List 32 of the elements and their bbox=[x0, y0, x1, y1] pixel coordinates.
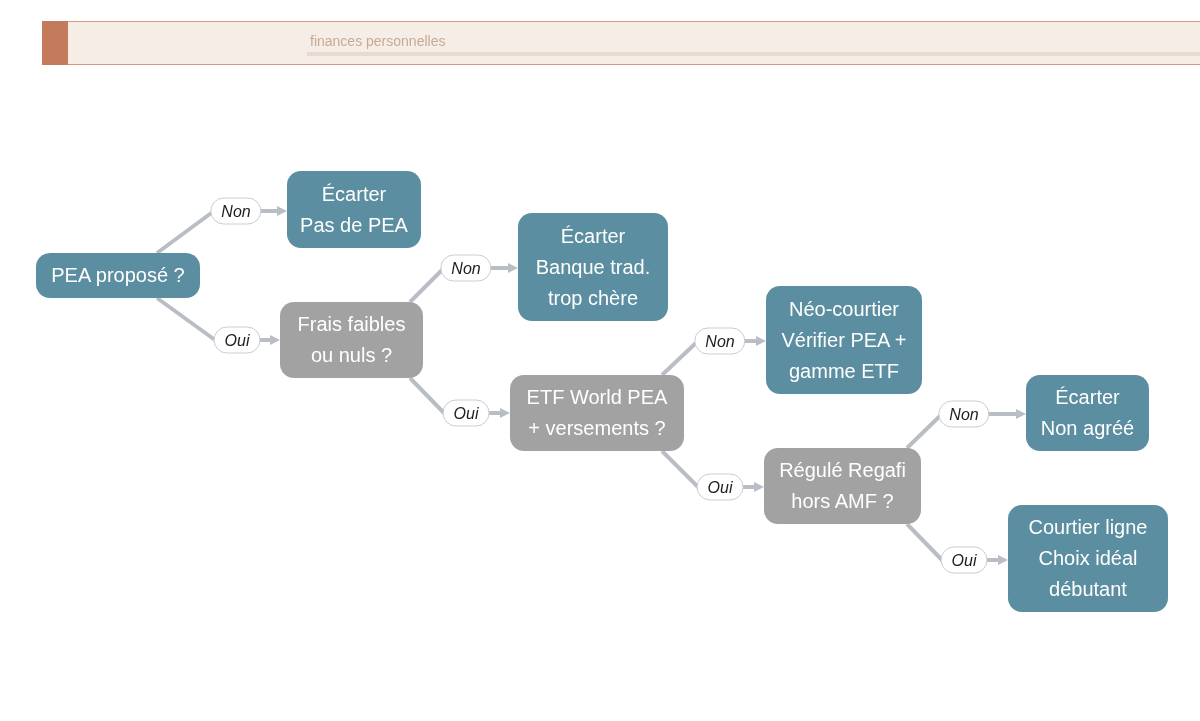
node-heading: Néo-courtier bbox=[788, 296, 899, 322]
node-heading: Courtier ligne bbox=[1028, 515, 1148, 540]
node-heading: Écarter bbox=[1055, 385, 1120, 410]
node-text: Pas de PEA bbox=[300, 212, 408, 238]
outcome-box bbox=[287, 171, 421, 248]
edge-label: Non bbox=[938, 400, 990, 428]
edge-label: Non bbox=[694, 327, 746, 355]
edge-label: Oui bbox=[696, 473, 744, 501]
edge-label: Oui bbox=[940, 546, 988, 574]
node-text: Régulé Regafi hors AMF ? bbox=[778, 458, 907, 514]
node-text: ETF World PEA + versements ? bbox=[525, 385, 669, 441]
decision-box bbox=[510, 375, 684, 451]
node-heading: Écarter bbox=[321, 181, 387, 207]
decision-box bbox=[280, 302, 423, 378]
edge-label: Non bbox=[210, 197, 262, 225]
edge-label: Oui bbox=[213, 326, 261, 354]
tagline: finances personnelles bbox=[310, 33, 446, 50]
node-text: Non agréé bbox=[1040, 416, 1135, 441]
decision-box bbox=[36, 253, 200, 298]
outcome-box bbox=[1026, 375, 1149, 451]
node-text: PEA proposé ? bbox=[51, 263, 185, 288]
outcome-box bbox=[518, 213, 668, 321]
edge-label: Oui bbox=[442, 399, 490, 427]
outcome-box bbox=[766, 286, 922, 394]
node-heading: Écarter bbox=[560, 223, 626, 249]
outcome-box bbox=[1008, 505, 1168, 612]
node-text: Vérifier PEA + gamme ETF bbox=[780, 327, 908, 384]
node-text: Banque trad. trop chère bbox=[534, 254, 652, 311]
edge-label: Non bbox=[440, 254, 492, 282]
node-text: Frais faibles ou nuls ? bbox=[296, 312, 407, 368]
node-text: Choix idéal débutant bbox=[1037, 546, 1139, 602]
decision-box bbox=[764, 448, 921, 524]
